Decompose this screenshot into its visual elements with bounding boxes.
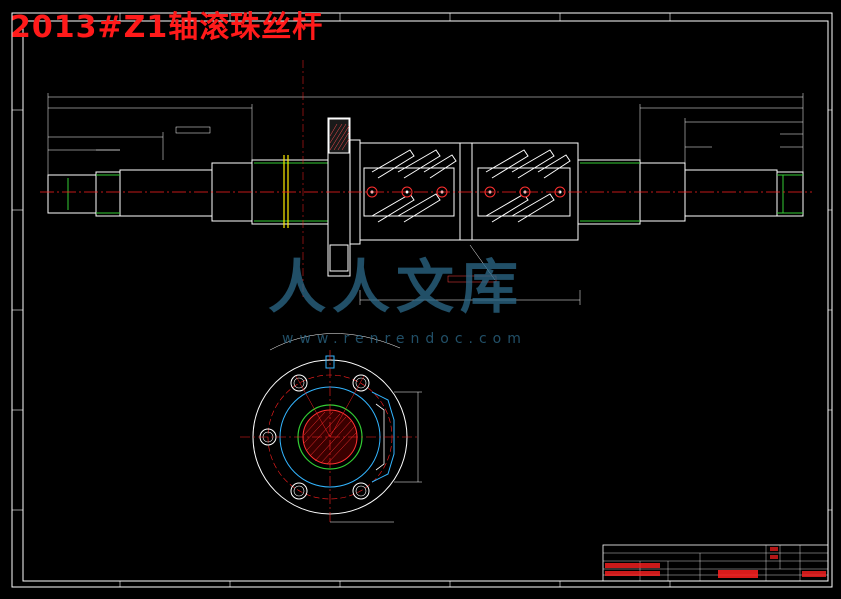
ball-return-tubes — [371, 149, 571, 223]
ball-screw-front-view — [40, 60, 812, 305]
bolt-radius-line — [295, 375, 331, 438]
note-callout — [447, 275, 497, 283]
section-dimensions — [330, 391, 422, 523]
ball-centers — [370, 190, 562, 194]
screw-section-hatch — [303, 411, 358, 465]
angle-dimension-arc — [269, 333, 401, 351]
tolerance-frame — [175, 126, 211, 134]
watermark-url: www.renrendoc.com — [282, 331, 527, 347]
flange-section-view — [240, 333, 422, 525]
frame-zone-ticks — [12, 13, 832, 587]
note-leader — [469, 244, 496, 281]
bolt-holes-inner — [262, 377, 367, 497]
lock-nut-marks — [283, 155, 289, 228]
title-block — [602, 544, 829, 582]
drawing-title: 2013#Z1轴滚珠丝杆 — [10, 10, 324, 45]
bolt-radius-line — [329, 375, 365, 438]
thread-lines — [67, 162, 803, 222]
ball-nut-bodies — [359, 142, 579, 241]
inner-frame — [22, 20, 829, 582]
outer-frame — [11, 12, 833, 588]
watermark-text: 人人文库 — [268, 253, 525, 321]
flange-hatch — [329, 123, 350, 151]
dimension-lines — [47, 93, 804, 305]
